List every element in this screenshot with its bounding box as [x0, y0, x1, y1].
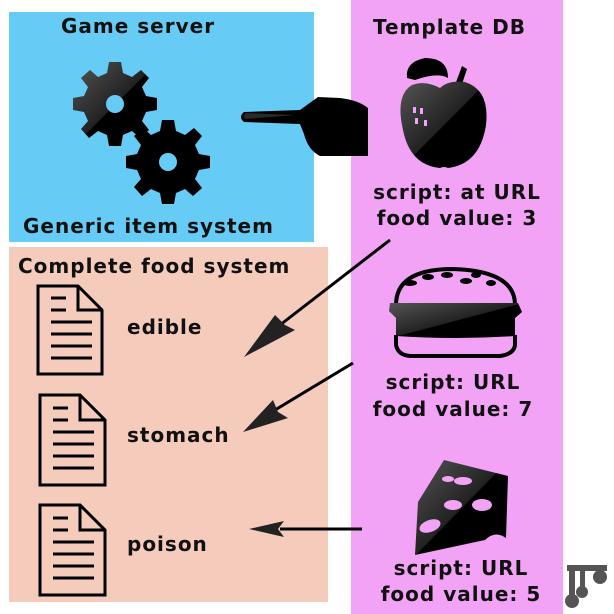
gear-small-icon — [126, 120, 210, 204]
food-system-title: Complete food system — [18, 254, 291, 278]
apple-script-label: script: at URL — [373, 180, 541, 204]
module-poison-label: poison — [127, 532, 208, 556]
apple-food-value: food value: 3 — [376, 206, 538, 230]
document-poison-icon — [38, 503, 107, 597]
cheese-icon — [415, 460, 508, 555]
game-server-box: Game server Generic item system — [9, 12, 314, 242]
apple-icon — [400, 58, 487, 168]
arrow-apple-to-edible — [244, 238, 391, 357]
module-edible-label: edible — [127, 315, 203, 339]
burger-icon — [389, 266, 522, 358]
arrow-cheese-to-poison — [249, 521, 362, 537]
arrow-burger-to-stomach — [243, 361, 354, 432]
logo-icon — [565, 565, 607, 608]
gear-large-icon — [73, 62, 157, 146]
document-stomach-icon — [38, 393, 107, 487]
document-edible-icon — [36, 284, 104, 376]
burger-script-label: script: URL — [385, 370, 521, 394]
cheese-script-label: script: URL — [393, 556, 529, 580]
cheese-food-value: food value: 5 — [380, 582, 542, 606]
template-db-title: Template DB — [373, 15, 526, 39]
pointing-hand-icon — [241, 97, 368, 156]
generic-item-system-label: Generic item system — [23, 214, 274, 238]
burger-food-value: food value: 7 — [372, 397, 534, 421]
game-server-title: Game server — [61, 14, 216, 38]
module-stomach-label: stomach — [127, 423, 230, 447]
